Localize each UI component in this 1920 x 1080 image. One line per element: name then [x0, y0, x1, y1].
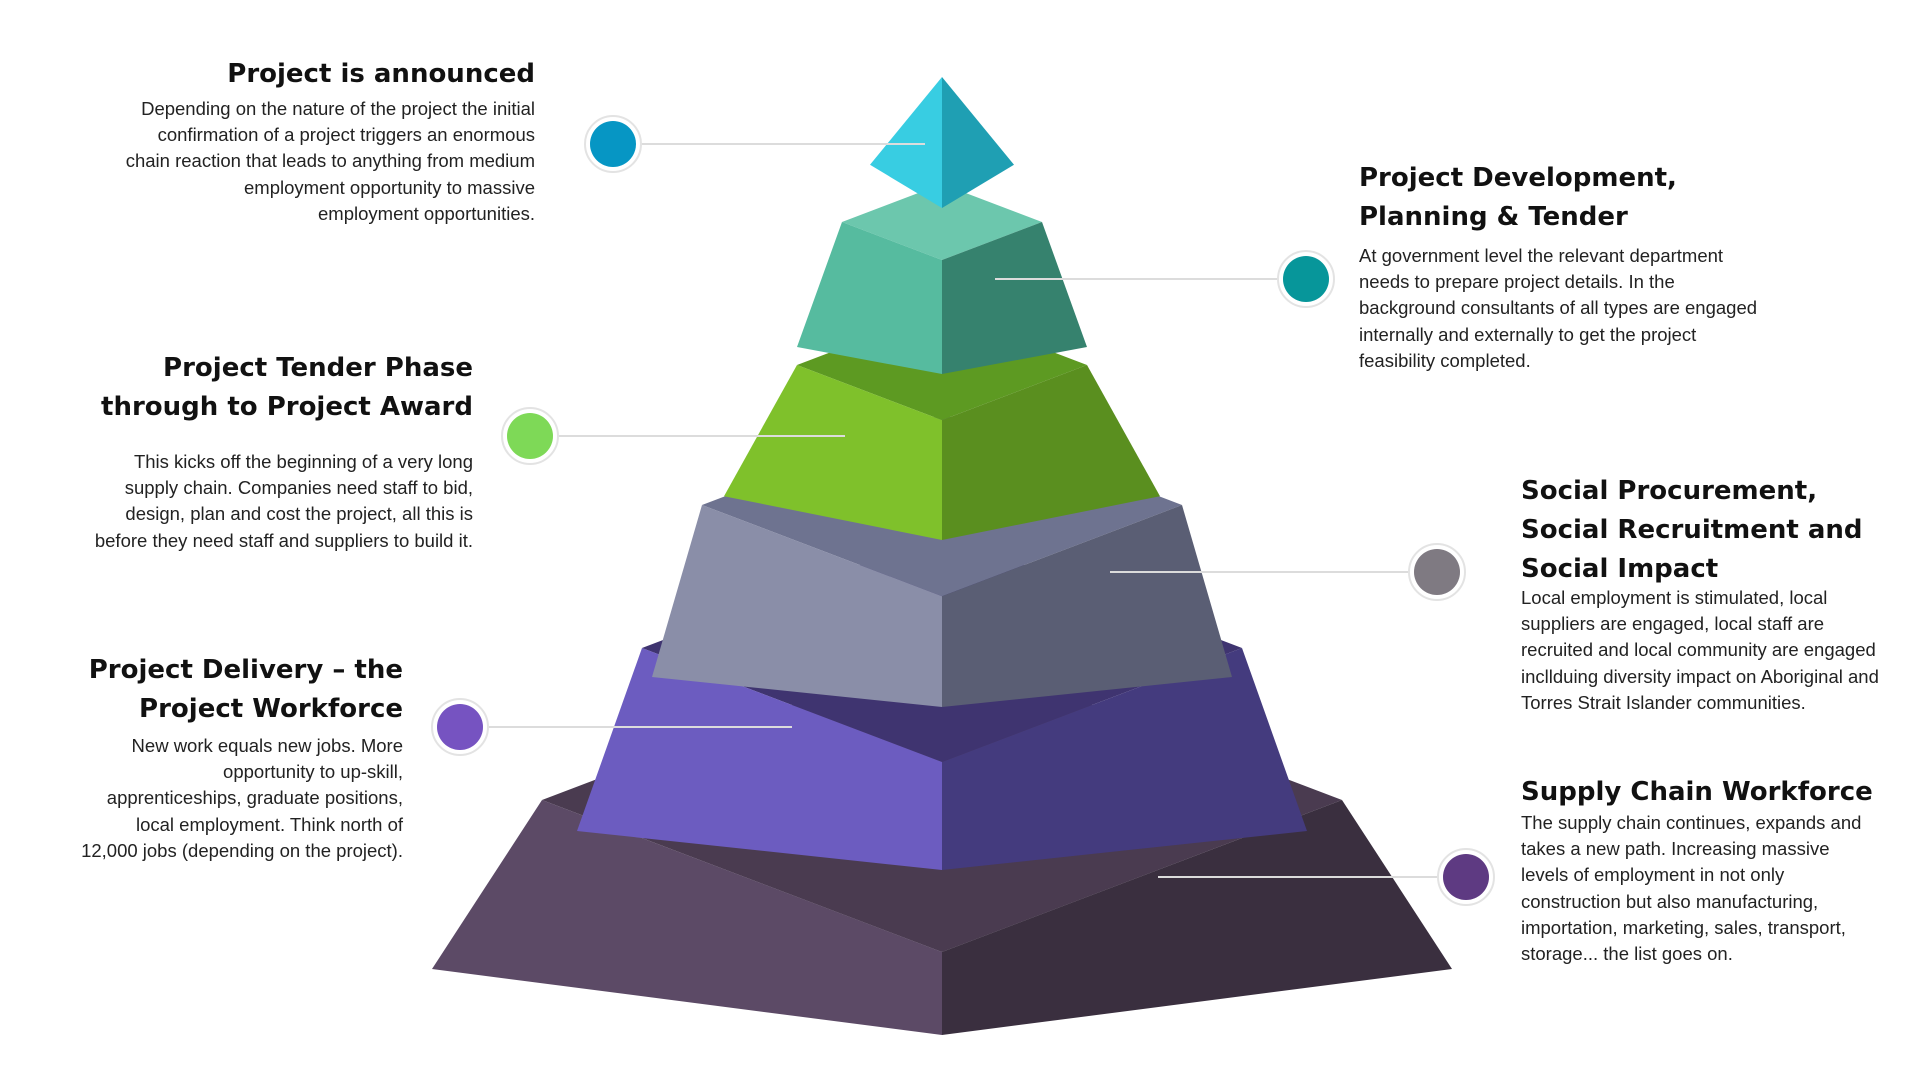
tier2-right-face: [942, 222, 1087, 374]
tier3-left-face: [724, 365, 942, 540]
layer-announced-body: Depending on the nature of the project t…: [125, 98, 535, 224]
tender-dot: [507, 413, 553, 459]
tier5-right-face: [942, 648, 1307, 870]
tier2-left-face: [797, 222, 942, 374]
layer-development-body: At government level the relevant departm…: [1359, 245, 1758, 371]
tier6-right-face: [942, 800, 1452, 1035]
layer-delivery-body: New work equals new jobs. More opportuni…: [81, 735, 403, 861]
tier4-right-face: [942, 505, 1232, 707]
tier3-right-face: [942, 365, 1160, 540]
supply-dot: [1443, 854, 1489, 900]
tier1-right-face: [942, 77, 1014, 208]
tier6-left-face: [432, 800, 942, 1035]
connectors: [431, 115, 1495, 906]
layer-tender: Project Tender Phase through to Project …: [40, 349, 473, 554]
tier1-left-face: [870, 77, 942, 208]
layer-social: Social Procurement, Social Recruitment a…: [1521, 472, 1916, 716]
tier5-left-face: [577, 648, 942, 870]
layer-tender-body: This kicks off the beginning of a very l…: [94, 451, 473, 551]
layer-announced: Project is announced Depending on the na…: [60, 55, 535, 227]
layer-development-title: Project Development, Planning & Tender: [1359, 163, 1677, 232]
social-dot: [1414, 549, 1460, 595]
layer-delivery-title: Project Delivery – the Project Workforce: [88, 655, 403, 724]
layer-delivery: Project Delivery – the Project Workforce…: [40, 651, 403, 864]
delivery-dot: [437, 704, 483, 750]
layer-supply-body: The supply chain continues, expands and …: [1521, 812, 1862, 965]
layer-social-title: Social Procurement, Social Recruitment a…: [1521, 476, 1863, 584]
layer-announced-title: Project is announced: [227, 59, 535, 89]
layer-development: Project Development, Planning & Tender A…: [1359, 159, 1819, 374]
pyramid-tiers: [432, 77, 1452, 1035]
layer-supply: Supply Chain Workforce The supply chain …: [1521, 773, 1916, 967]
layer-social-body: Local employment is stimulated, local su…: [1521, 587, 1879, 713]
layer-supply-title: Supply Chain Workforce: [1521, 777, 1873, 807]
development-dot: [1283, 256, 1329, 302]
layer-tender-title: Project Tender Phase through to Project …: [101, 353, 473, 422]
announced-dot: [590, 121, 636, 167]
tier4-left-face: [652, 505, 942, 707]
